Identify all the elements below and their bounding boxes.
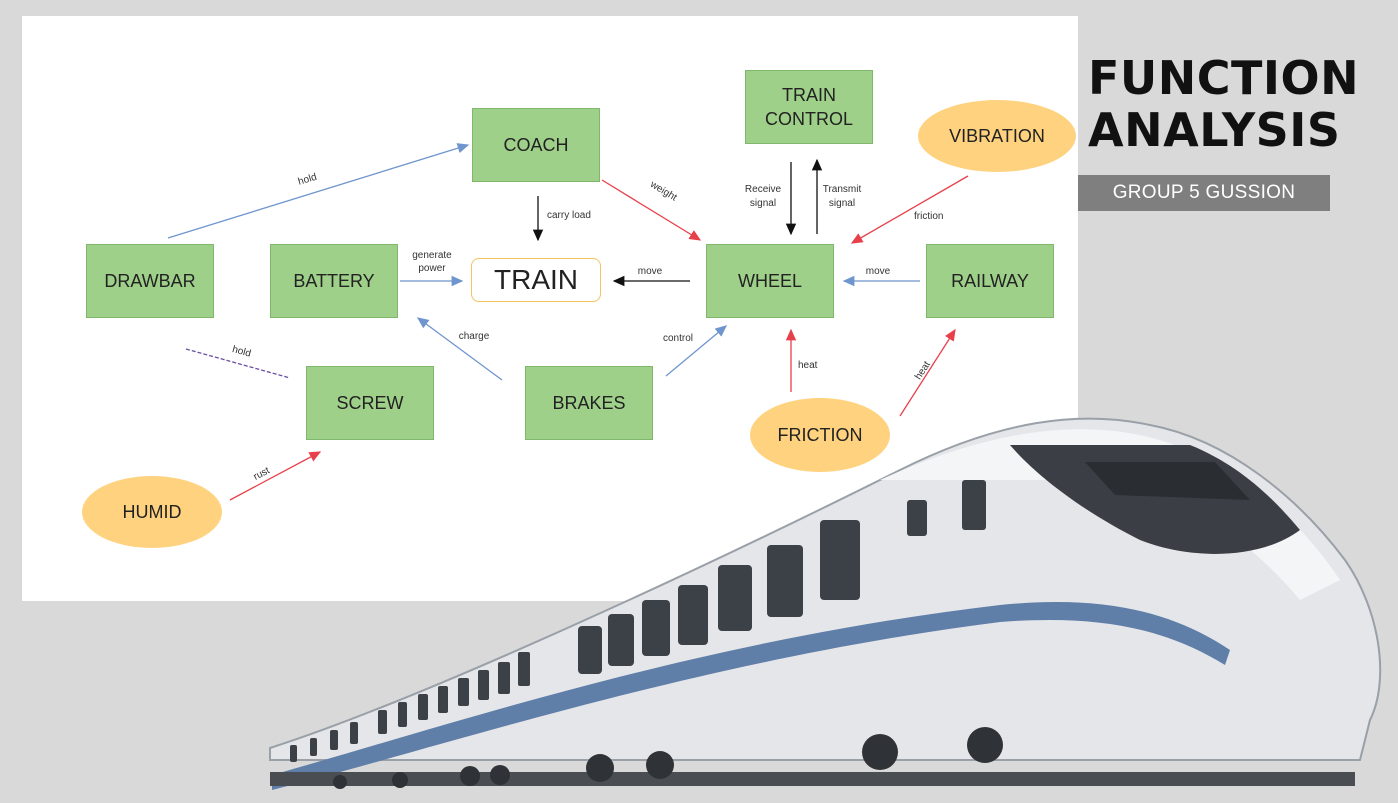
- edge-vibration-wheel: [850, 175, 969, 244]
- node-battery: BATTERY: [270, 244, 398, 318]
- node-brakes: BRAKES: [525, 366, 653, 440]
- edge-label-transmit-signal-2: signal: [829, 198, 855, 209]
- node-wheel: WHEEL: [706, 244, 834, 318]
- edge-brakes-wheel: [665, 325, 727, 377]
- node-drawbar: DRAWBAR: [86, 244, 214, 318]
- node-vibration: VIBRATION: [918, 100, 1076, 172]
- edge-drawbar-coach: [167, 143, 470, 239]
- edge-label-weight: weight: [647, 179, 678, 204]
- node-train-control: TRAIN CONTROL: [745, 70, 873, 144]
- edge-label-control: control: [663, 333, 693, 344]
- title-line-2: ANALYSIS: [1088, 103, 1341, 157]
- edge-label-receive-signal-2: signal: [750, 198, 776, 209]
- edge-label-hold-drawbar-coach: hold: [297, 172, 318, 188]
- title-line-1: FUNCTION: [1088, 51, 1360, 105]
- edge-label-rust: rust: [252, 465, 272, 483]
- edge-label-hold-screw-drawbar: hold: [231, 344, 252, 360]
- edge-label-generate-power: generate: [412, 250, 452, 261]
- group-subtitle: GROUP 5 GUSSION: [1078, 175, 1330, 211]
- slide-title: FUNCTION ANALYSIS: [1088, 52, 1388, 156]
- edge-label-heat-railway: heat: [913, 359, 933, 381]
- node-friction: FRICTION: [750, 398, 890, 472]
- edge-label-generate-power-2: power: [418, 263, 446, 274]
- edge-label-charge: charge: [459, 331, 490, 342]
- node-screw: SCREW: [306, 366, 434, 440]
- edge-label-move-wheel-train: move: [638, 266, 663, 277]
- edge-humid-screw: [229, 451, 322, 501]
- edge-label-move-railway-wheel: move: [866, 266, 891, 277]
- edge-label-carry-load: carry load: [547, 210, 591, 221]
- edge-label-receive-signal: Receive: [745, 184, 782, 195]
- node-coach: COACH: [472, 108, 600, 182]
- node-train: TRAIN: [471, 258, 601, 302]
- edge-coach-wheel: [601, 179, 702, 241]
- edge-brakes-battery: [416, 317, 503, 381]
- edge-label-transmit-signal: Transmit: [823, 184, 862, 195]
- node-humid: HUMID: [82, 476, 222, 548]
- edge-label-heat-wheel: heat: [798, 360, 818, 371]
- edge-label-friction: friction: [914, 211, 943, 222]
- edge-friction-railway: [899, 328, 956, 417]
- node-railway: RAILWAY: [926, 244, 1054, 318]
